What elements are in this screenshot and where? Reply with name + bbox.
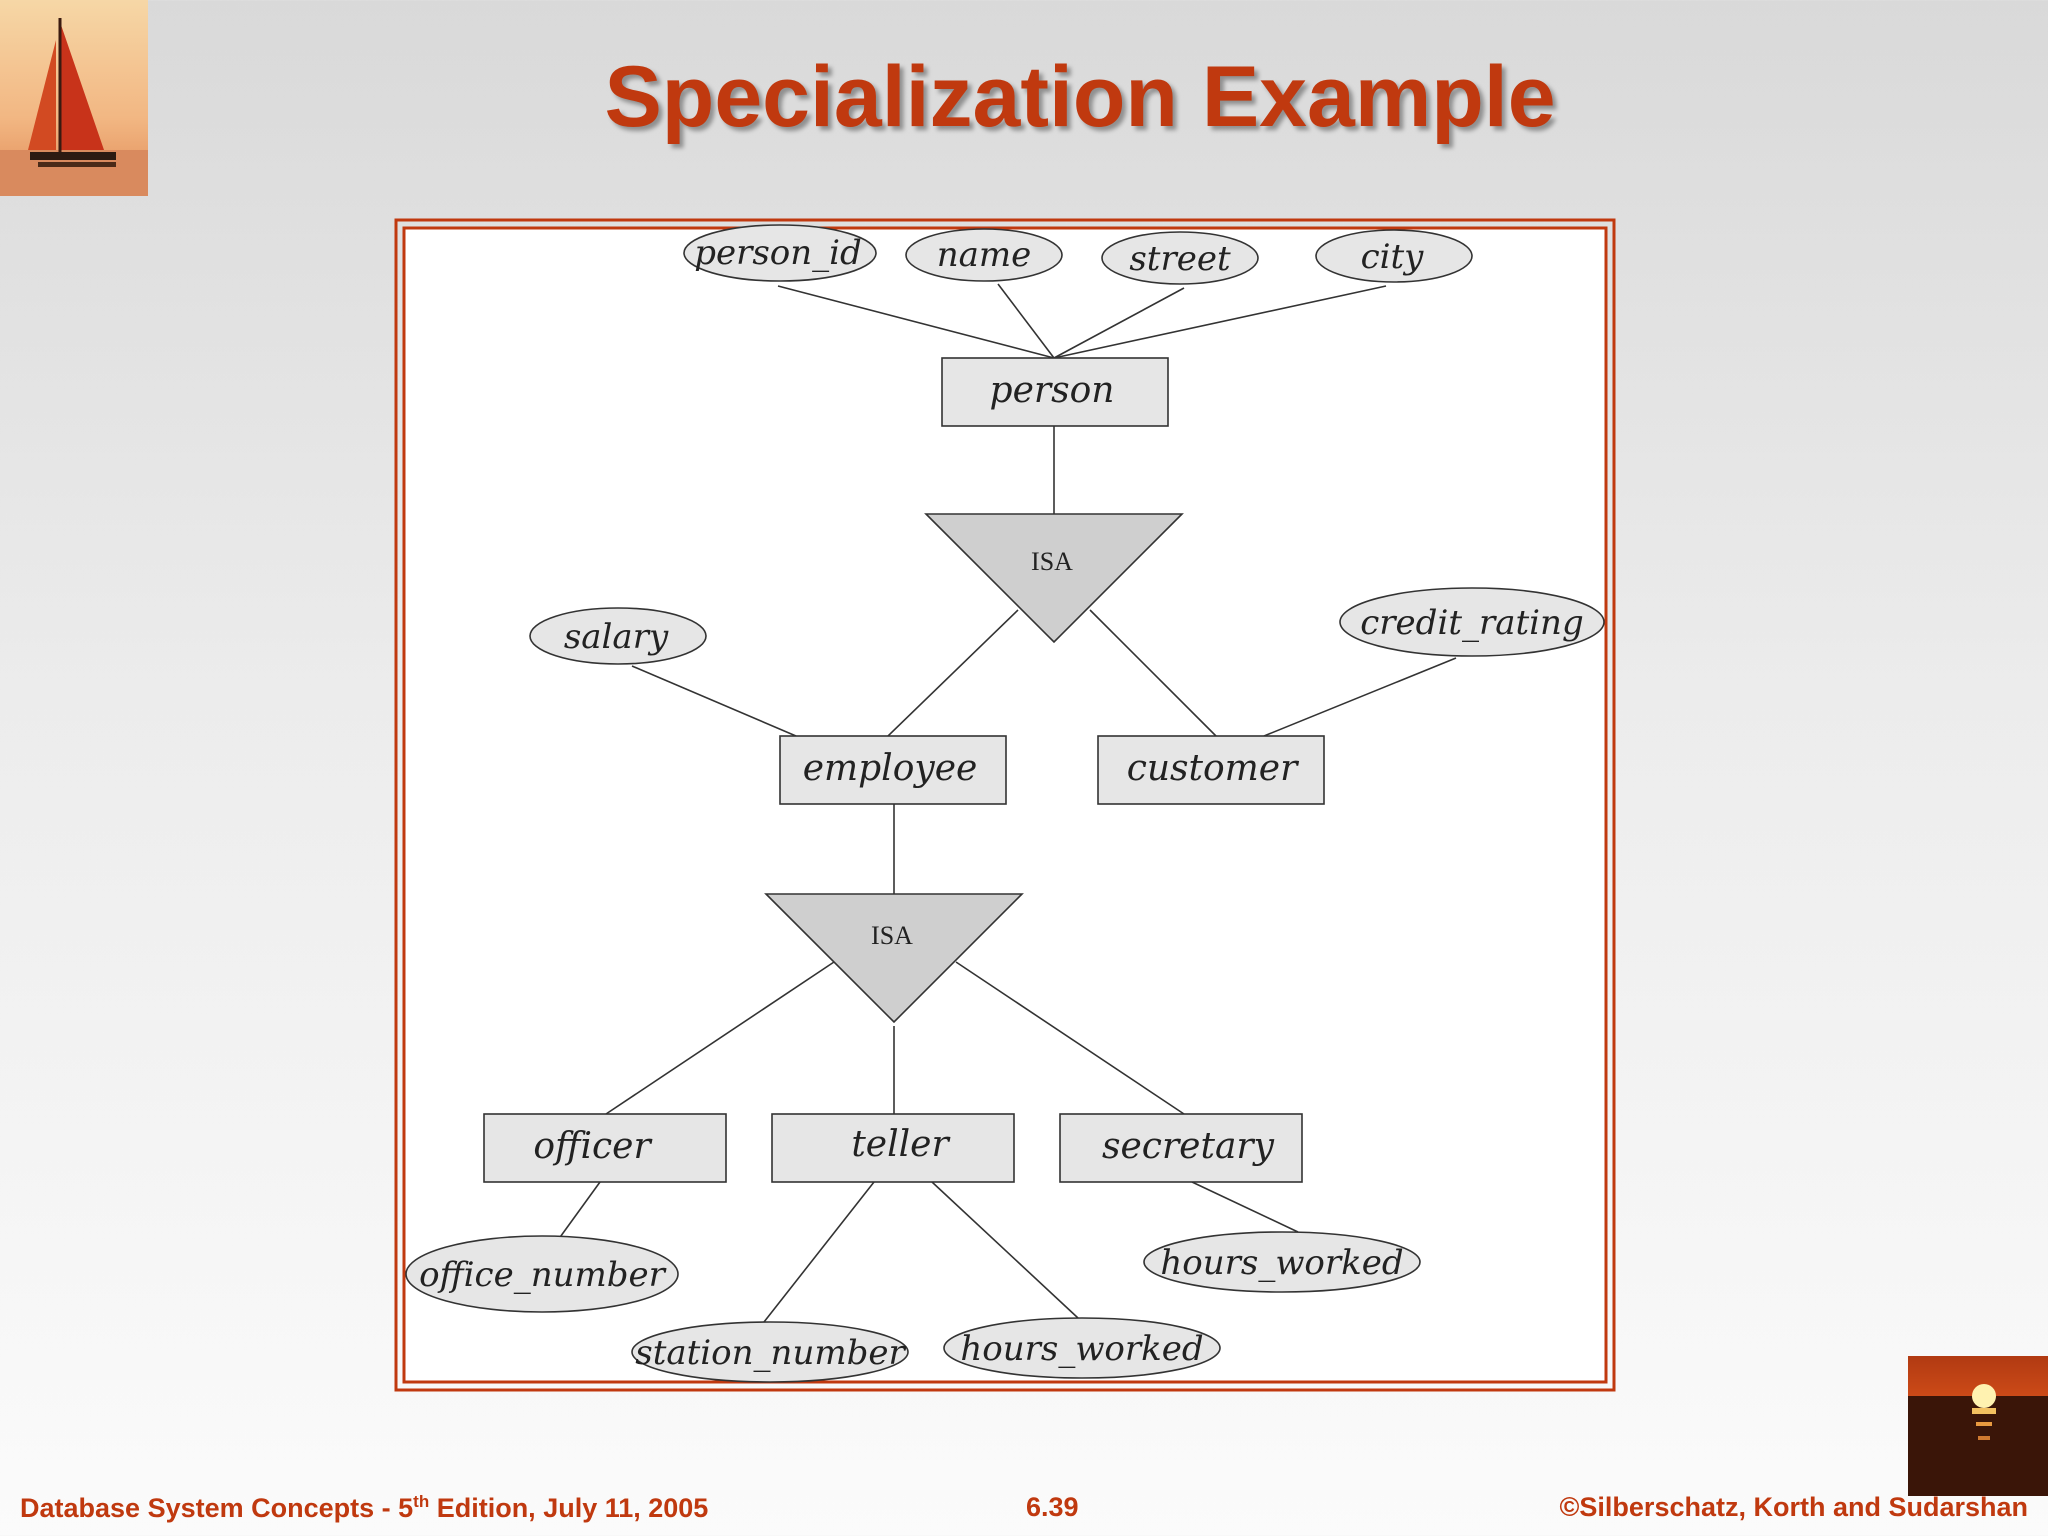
entity-customer-box [1097,735,1325,805]
entity-secretary-label: secretary [1102,1126,1275,1167]
attr-street-label: street [1129,239,1231,279]
attr-secretary-hours-worked-ellipse [1143,1231,1421,1293]
attr-teller-hours-worked-label: hours_worked [960,1329,1203,1369]
attr-person-id-label: person_id [694,233,862,273]
attr-salary-label: salary [564,617,669,657]
slide-title: Specialization Example [604,49,1556,145]
attr-station-number-label: station_number [635,1333,906,1373]
footer-page-number: 6.39 [1026,1492,1079,1522]
entity-person-label: person [990,370,1115,411]
attr-station-number-ellipse [631,1321,909,1383]
diagram-frame-outer [394,218,1616,1392]
entity-employee-box [779,735,1007,805]
footer-book-title: Database System Concepts - 5th Edition, … [20,1492,708,1524]
footer-copyright: ©Silberschatz, Korth and Sudarshan [1559,1492,2028,1522]
footer-edition-date: Edition, July 11, 2005 [429,1493,709,1523]
entity-teller-box [771,1113,1015,1183]
footer-edition-sup: th [413,1492,430,1511]
attr-teller-hours-worked-ellipse [943,1317,1221,1379]
isa-top-label: ISA [1031,547,1073,576]
entity-secretary-box [1059,1113,1303,1183]
attr-city-label: city [1361,237,1425,277]
entity-customer-label: customer [1127,748,1299,789]
attr-credit-rating-ellipse [1339,587,1605,657]
attr-person-id-ellipse [683,224,877,282]
footer-book-name: Database System Concepts - 5 [20,1493,414,1523]
er-diagram: person_id name street city salary credit… [394,218,1616,1392]
attr-city-ellipse [1315,229,1473,283]
attr-name-ellipse [905,228,1063,282]
entity-person-box [941,357,1169,427]
attr-street-ellipse [1101,231,1259,285]
isa-bottom-label: ISA [871,921,913,950]
attr-secretary-hours-worked-label: hours_worked [1160,1243,1403,1283]
sailboat-logo-icon [0,0,148,196]
attr-name-label: name [937,235,1032,275]
attr-credit-rating-label: credit_rating [1360,603,1583,643]
entity-officer-box [483,1113,727,1183]
sunset-logo-icon [1908,1356,2048,1496]
attr-salary-ellipse [529,607,707,665]
entity-employee-label: employee [803,748,978,789]
connector-lines [557,283,1457,1323]
entity-teller-label: teller [851,1124,950,1165]
attr-office-number-label: office_number [419,1255,667,1295]
attr-office-number-ellipse [405,1235,679,1313]
entity-officer-label: officer [533,1126,652,1167]
isa-triangle-top [924,513,1184,644]
isa-triangle-bottom [764,893,1024,1024]
